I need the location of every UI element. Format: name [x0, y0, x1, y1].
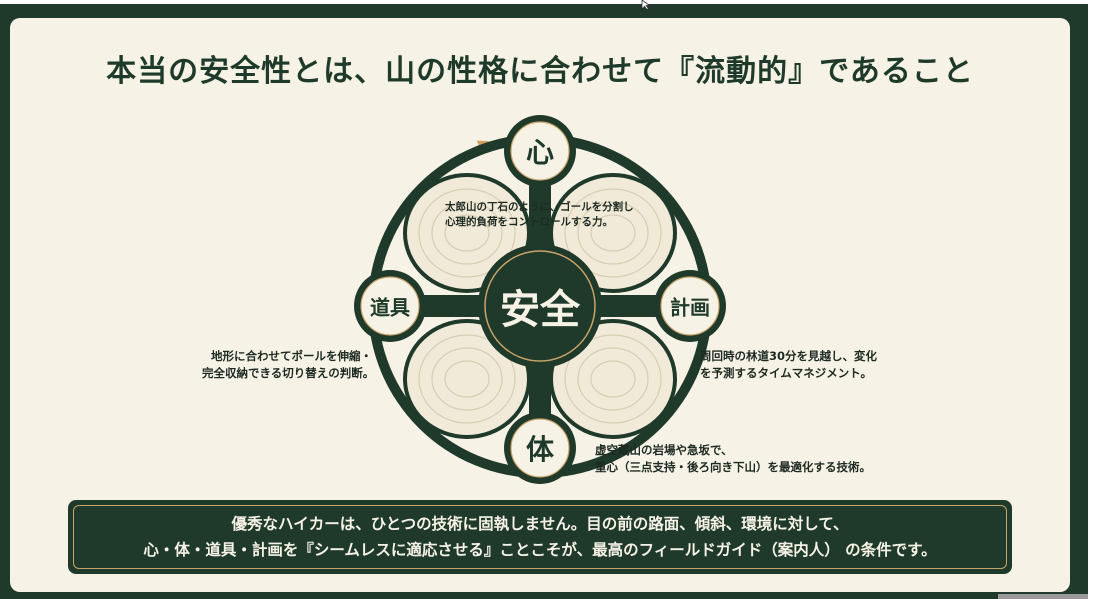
summary-box-inner: 優秀なハイカーは、ひとつの技術に固執しません。目の前の路面、傾斜、環境に対して、…: [73, 505, 1007, 569]
summary-line-2: 心・体・道具・計画を『シームレスに適応させる』ことこそが、最高のフィールドガイド…: [143, 541, 937, 559]
desc-mind-line-1: 太郎山の丁石のように、ゴールを分割し: [445, 201, 634, 213]
desc-plan: 周回時の林道30分を見越し、変化 を予測するタイムマネジメント。: [700, 348, 877, 382]
node-bottom-circle: [504, 412, 576, 484]
scrollbar-thumb[interactable]: [998, 594, 1088, 599]
desc-body-line-2: 重心（三点支持・後ろ向き下山）を最適化する技術。: [595, 460, 871, 474]
node-top-circle: [504, 115, 576, 187]
node-left-circle: [354, 270, 426, 342]
desc-mind-line-2: 心理的負荷をコントロールする力。: [445, 216, 613, 228]
desc-body-line-1: 虚空蔵山の岩場や急坂で、: [595, 443, 733, 457]
slide-title: 本当の安全性とは、山の性格に合わせて『流動的』であること: [106, 54, 974, 89]
center-circle: [478, 244, 602, 368]
mouse-pointer-icon: [641, 0, 651, 10]
center-label: 安全: [500, 287, 580, 333]
node-label-mind: 心: [525, 136, 555, 169]
desc-gear: 地形に合わせてポールを伸縮・ 完全収納できる切り替えの判断。: [202, 348, 375, 382]
node-circles: [354, 115, 726, 484]
desc-gear-line-1: 地形に合わせてポールを伸縮・: [211, 349, 372, 363]
desc-body: 虚空蔵山の岩場や急坂で、 重心（三点支持・後ろ向き下山）を最適化する技術。: [595, 442, 871, 476]
desc-plan-line-2: を予測するタイムマネジメント。: [700, 366, 873, 380]
node-right-circle: [654, 270, 726, 342]
cycle-diagram: [354, 115, 726, 484]
node-label-body: 体: [525, 433, 555, 466]
summary-box: 優秀なハイカーは、ひとつの技術に固執しません。目の前の路面、傾斜、環境に対して、…: [68, 500, 1012, 574]
desc-gear-line-2: 完全収納できる切り替えの判断。: [202, 366, 375, 380]
node-label-plan: 計画: [670, 295, 710, 320]
node-label-gear: 道具: [370, 295, 410, 320]
desc-mind: 太郎山の丁石のように、ゴールを分割し 心理的負荷をコントロールする力。: [445, 200, 634, 230]
desc-plan-line-1: 周回時の林道30分を見越し、変化: [700, 349, 878, 363]
summary-line-1: 優秀なハイカーは、ひとつの技術に固執しません。目の前の路面、傾斜、環境に対して、: [231, 515, 849, 533]
slide: 本当の安全性とは、山の性格に合わせて『流動的』であること: [10, 18, 1070, 592]
center-circle-ring: [484, 250, 596, 362]
